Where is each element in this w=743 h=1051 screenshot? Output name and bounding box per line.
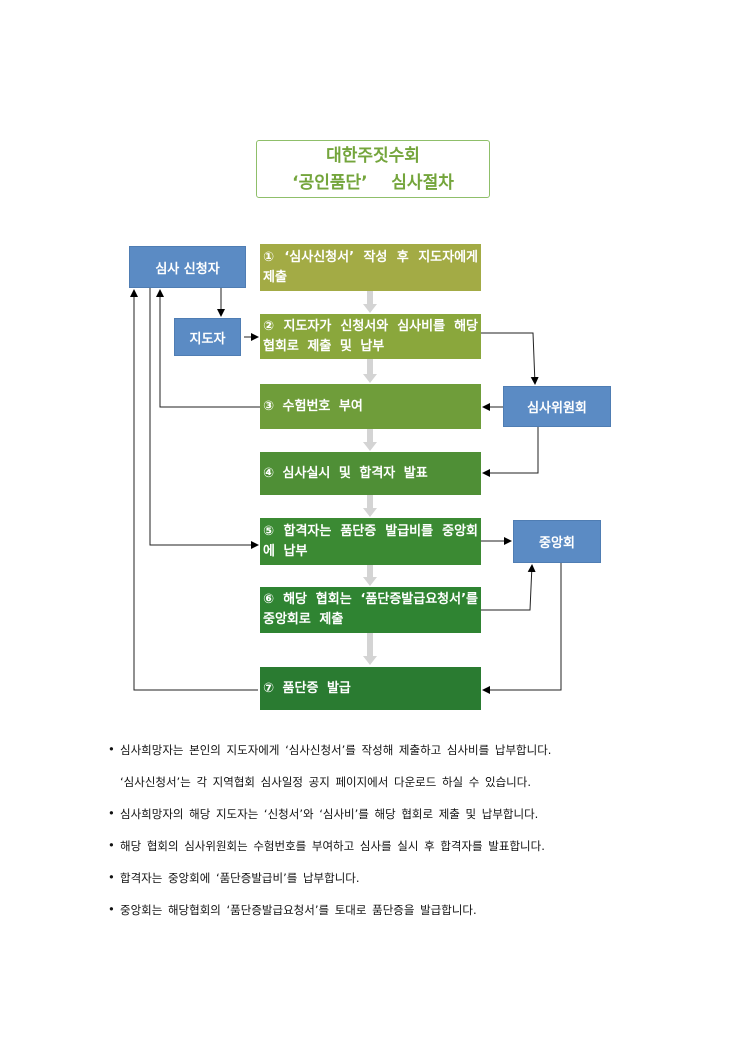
step-6: ⑥ 해당 협회는 ‘품단증발급요청서’를 중앙회로 제출 <box>260 587 481 633</box>
bullet: • <box>108 870 115 884</box>
step-1-text: ① ‘심사신청서’ 작성 후 지도자에게 제출 <box>263 249 478 285</box>
committee-box: 심사위원회 <box>503 386 611 427</box>
note-text: 심사희망자의 해당 지도자는 ‘신청서’와 ‘심사비’를 해당 협회로 제출 및… <box>120 807 539 821</box>
note-item: • 심사희망자의 해당 지도자는 ‘신청서’와 ‘심사비’를 해당 협회로 제출 … <box>108 806 551 838</box>
step-4-text: ④ 심사실시 및 합격자 발표 <box>263 465 428 481</box>
step-3-text: ③ 수험번호 부여 <box>263 398 363 414</box>
note-item: ‘심사신청서’는 각 지역협회 심사일정 공지 페이지에서 다운로드 하실 수 … <box>108 774 551 806</box>
step-4: ④ 심사실시 및 합격자 발표 <box>260 452 481 495</box>
step-7-text: ⑦ 품단증 발급 <box>263 680 351 696</box>
note-item: • 중앙회는 해당협회의 ‘품단증발급요청서’를 토대로 품단증을 발급합니다. <box>108 902 551 934</box>
step-5-text: ⑤ 합격자는 품단증 발급비를 중앙회에 납부 <box>263 523 478 559</box>
note-text: 심사희망자는 본인의 지도자에게 ‘심사신청서’를 작성해 제출하고 심사비를 … <box>120 743 552 757</box>
step-6-text: ⑥ 해당 협회는 ‘품단증발급요청서’를 중앙회로 제출 <box>263 592 478 627</box>
note-item: • 합격자는 중앙회에 ‘품단증발급비’를 납부합니다. <box>108 870 551 902</box>
step-7: ⑦ 품단증 발급 <box>260 667 481 710</box>
bullet: • <box>108 806 115 820</box>
bullet: • <box>108 902 115 916</box>
title-line-2: ‘공인품단’ 심사절차 <box>292 173 454 193</box>
note-item: • 심사희망자는 본인의 지도자에게 ‘심사신청서’를 작성해 제출하고 심사비를… <box>108 742 551 774</box>
step-2-text: ② 지도자가 신청서와 심사비를 해당 협회로 제출 및 납부 <box>263 318 478 354</box>
step-2: ② 지도자가 신청서와 심사비를 해당 협회로 제출 및 납부 <box>260 314 481 359</box>
step-3: ③ 수험번호 부여 <box>260 384 481 429</box>
note-text: ‘심사신청서’는 각 지역협회 심사일정 공지 페이지에서 다운로드 하실 수 … <box>120 775 532 789</box>
note-text: 중앙회는 해당협회의 ‘품단증발급요청서’를 토대로 품단증을 발급합니다. <box>120 903 477 917</box>
central-association-box: 중앙회 <box>513 520 601 563</box>
applicant-box: 심사 신청자 <box>129 246 246 288</box>
bullet: • <box>108 742 115 756</box>
step-1: ① ‘심사신청서’ 작성 후 지도자에게 제출 <box>260 244 481 291</box>
note-text: 합격자는 중앙회에 ‘품단증발급비’를 납부합니다. <box>120 871 360 885</box>
title-box: 대한주짓수회 ‘공인품단’ 심사절차 <box>256 140 490 198</box>
note-item: • 해당 협회의 심사위원회는 수험번호를 부여하고 심사를 실시 후 합격자를 … <box>108 838 551 870</box>
bullet: • <box>108 838 115 852</box>
note-text: 해당 협회의 심사위원회는 수험번호를 부여하고 심사를 실시 후 합격자를 발… <box>120 839 545 853</box>
instructor-box: 지도자 <box>174 318 241 356</box>
step-5: ⑤ 합격자는 품단증 발급비를 중앙회에 납부 <box>260 518 481 565</box>
title-line-1: 대한주짓수회 <box>326 146 420 166</box>
notes-list: • 심사희망자는 본인의 지도자에게 ‘심사신청서’를 작성해 제출하고 심사비를… <box>108 742 551 934</box>
